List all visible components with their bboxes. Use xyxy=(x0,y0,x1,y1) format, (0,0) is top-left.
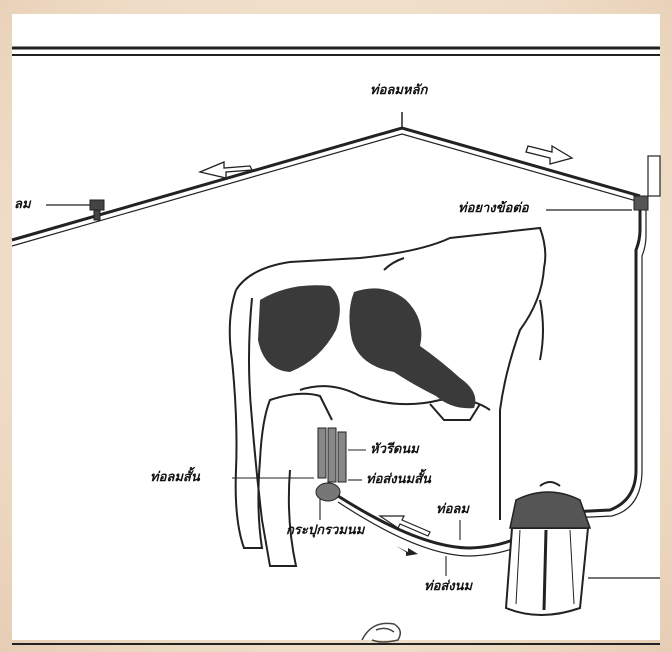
label-milk-claw: กระปุกรวมนม xyxy=(286,524,364,537)
label-teat-cup: หัวรีดนม xyxy=(370,443,419,456)
label-rubber-connector: ท่อยางข้อต่อ xyxy=(458,202,529,215)
label-main-air-pipe: ท่อลมหลัก xyxy=(370,84,427,97)
label-air-valve: ลม xyxy=(14,198,31,211)
tube-arrow-2 xyxy=(396,546,418,556)
flow-arrow-left xyxy=(200,162,252,178)
top-border-rule xyxy=(12,48,660,55)
air-valve xyxy=(46,200,104,220)
cow-illustration xyxy=(230,228,546,566)
label-air-tube: ท่อลม xyxy=(436,503,469,516)
publisher-logo-icon xyxy=(362,623,400,642)
main-air-pipe xyxy=(12,112,640,246)
label-milk-tube: ท่อส่งนม xyxy=(424,580,472,593)
cow-spots xyxy=(258,285,475,408)
teat-cups xyxy=(318,428,346,482)
label-short-milk-tube: ท่อส่งนมสั้น xyxy=(366,473,431,486)
flow-arrow-right xyxy=(526,146,572,164)
milk-bucket xyxy=(506,482,660,615)
label-short-air-tube: ท่อลมสั้น xyxy=(150,471,200,484)
